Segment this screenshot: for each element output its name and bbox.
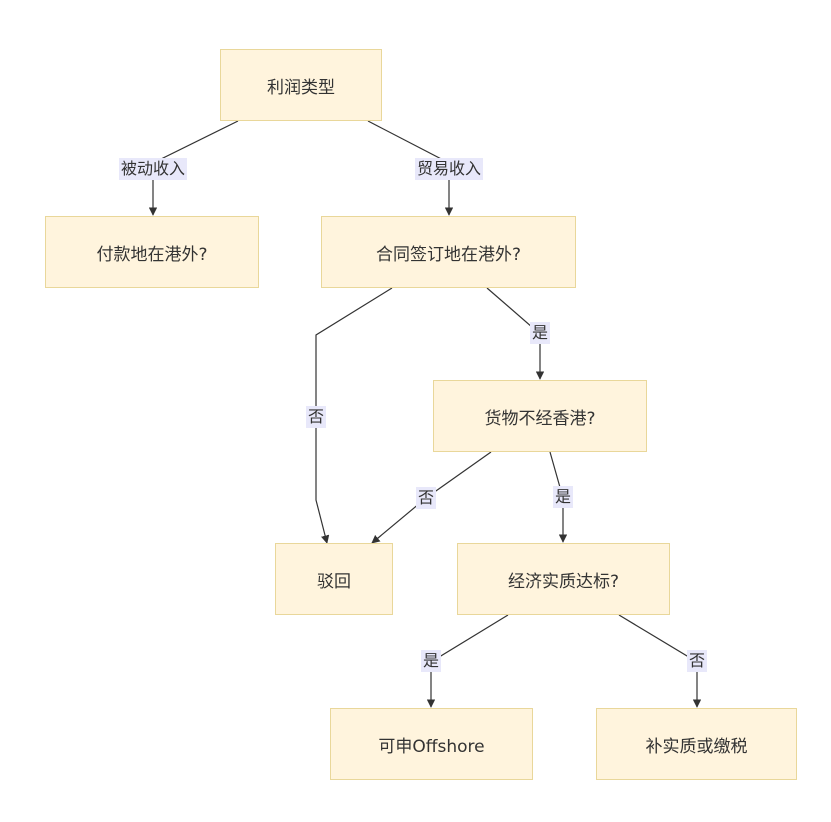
edge-label-substance-yes: 是 [420,650,442,672]
node-profit-type: 利润类型 [220,49,382,121]
node-reject: 驳回 [275,543,393,615]
edge-label-trade-income: 贸易收入 [414,158,484,180]
node-contract-location: 合同签订地在港外? [321,216,576,288]
edge-label-passive-income: 被动收入 [118,158,188,180]
edge-label-substance-no: 否 [686,650,708,672]
node-goods-route: 货物不经香港? [433,380,647,452]
edge-label-goods-no: 否 [415,487,437,509]
edge-substance-supplement [618,614,702,708]
edge-label-contract-yes: 是 [529,322,551,344]
edge-label-goods-yes: 是 [552,486,574,508]
node-offshore: 可申Offshore [330,708,533,780]
node-payment-location: 付款地在港外? [45,216,259,288]
node-economic-substance: 经济实质达标? [457,543,670,615]
edge-substance-offshore [426,614,509,708]
node-supplement: 补实质或缴税 [596,708,797,780]
edge-contract-reject [315,287,393,544]
edge-label-contract-no: 否 [305,406,327,428]
